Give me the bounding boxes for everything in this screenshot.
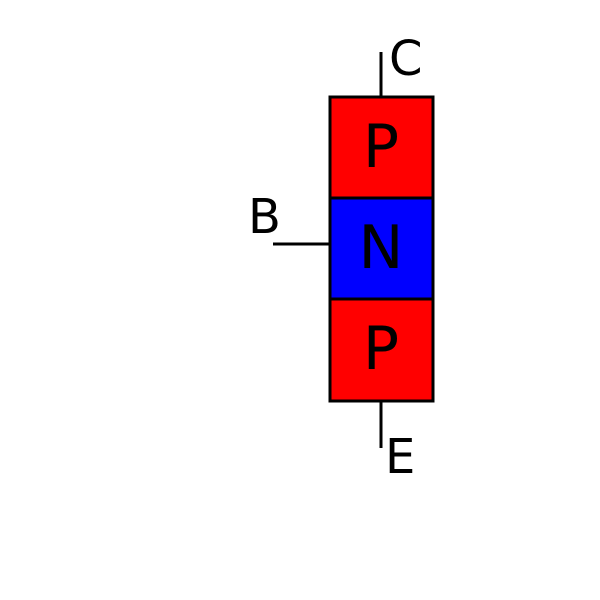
base-n-layer	[330, 198, 433, 299]
collector-layer-label: P	[363, 112, 399, 182]
transistor-outline	[328, 95, 435, 403]
base-label: B	[248, 189, 281, 245]
emitter-layer-label: P	[363, 314, 399, 384]
base-layer-label: N	[359, 213, 404, 283]
collector-label: C	[389, 31, 423, 87]
emitter-p-layer	[330, 299, 433, 401]
collector-p-layer	[330, 97, 433, 198]
emitter-label: E	[385, 429, 415, 485]
